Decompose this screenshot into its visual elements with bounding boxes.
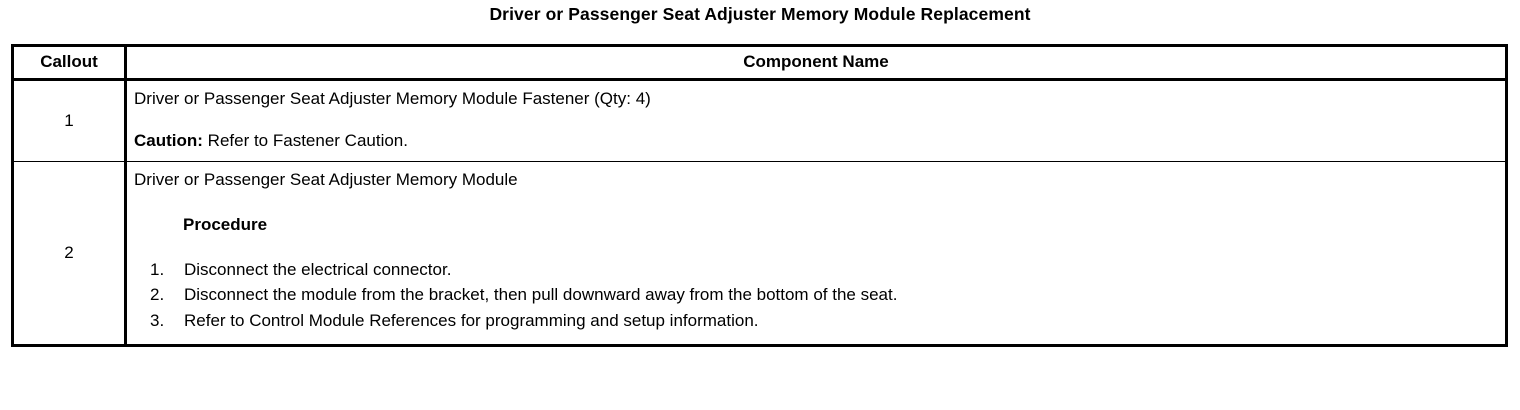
parts-table: Callout Component Name 1 Driver or Passe…: [11, 44, 1508, 348]
procedure-heading: Procedure: [183, 215, 268, 235]
component-cell-1: Driver or Passenger Seat Adjuster Memory…: [125, 79, 1507, 163]
step-text: Disconnect the electrical connector.: [184, 259, 452, 279]
list-item: 2. Disconnect the module from the bracket…: [134, 282, 1499, 308]
component-name-text: Driver or Passenger Seat Adjuster Memory…: [134, 170, 518, 190]
caution-label: Caution:: [134, 130, 203, 150]
caution-text: Refer to Fastener Caution.: [202, 130, 408, 150]
caution-note: Caution: Refer to Fastener Caution.: [134, 130, 1499, 151]
list-item: 3. Refer to Control Module References for…: [134, 308, 1499, 334]
callout-number-2: 2: [12, 161, 127, 346]
column-header-callout: Callout: [12, 45, 127, 81]
component-cell-2: Driver or Passenger Seat Adjuster Memory…: [126, 162, 1507, 346]
page-title: Driver or Passenger Seat Adjuster Memory…: [489, 4, 1031, 24]
step-text: Refer to Control Module References for p…: [184, 311, 759, 331]
component-name-text: Driver or Passenger Seat Adjuster Memory…: [134, 88, 651, 108]
step-number: 3.: [150, 311, 165, 331]
column-header-component-name: Component Name: [125, 45, 1507, 81]
callout-number-1: 1: [12, 79, 127, 163]
table-body: 1 Driver or Passenger Seat Adjuster Memo…: [12, 79, 1507, 346]
table-header: Callout Component Name: [12, 45, 1507, 81]
parts-table-container: Callout Component Name 1 Driver or Passe…: [11, 44, 1508, 348]
table-header-row: Callout Component Name: [12, 45, 1507, 81]
list-item: 1. Disconnect the electrical connector.: [134, 257, 1499, 283]
procedure-step-list: 1. Disconnect the electrical connector. 2…: [134, 257, 1499, 334]
step-number: 2.: [150, 285, 165, 305]
table-row: 1 Driver or Passenger Seat Adjuster Memo…: [12, 79, 1507, 163]
step-text: Disconnect the module from the bracket, …: [184, 285, 898, 305]
table-row: 2 Driver or Passenger Seat Adjuster Memo…: [12, 161, 1507, 346]
step-number: 1.: [150, 259, 165, 279]
